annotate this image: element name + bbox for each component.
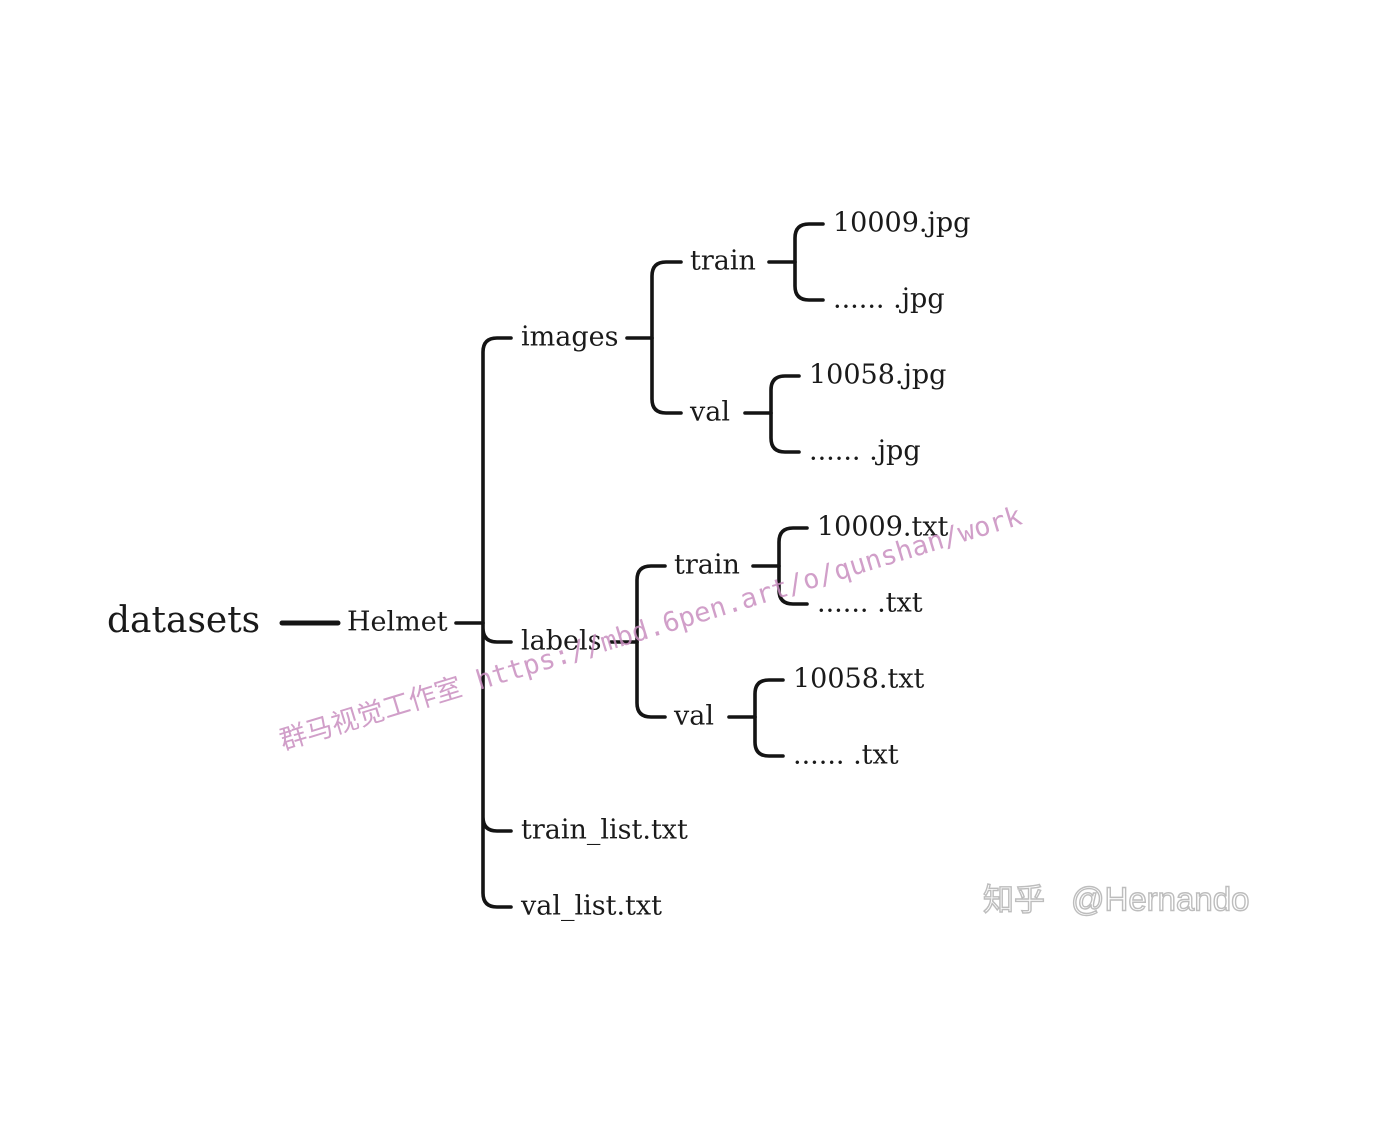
file-images-train-more: ...... .jpg — [833, 284, 945, 315]
labels-train-bracket — [777, 526, 809, 606]
file-val-list: val_list.txt — [520, 891, 662, 922]
file-labels-train-1: 10009.txt — [817, 512, 949, 543]
file-train-list: train_list.txt — [521, 815, 688, 846]
node-datasets: datasets — [107, 600, 260, 641]
labels-val-bracket — [753, 678, 785, 758]
tree-connectors — [279, 222, 825, 909]
file-images-train-1: 10009.jpg — [833, 208, 970, 239]
images-bracket — [650, 260, 683, 415]
file-images-val-1: 10058.jpg — [809, 360, 946, 391]
labels-bracket — [635, 564, 667, 719]
images-train-bracket — [793, 222, 825, 302]
credit-site: 知乎 — [983, 883, 1045, 919]
node-images: images — [521, 322, 618, 353]
node-images-val: val — [689, 397, 730, 428]
file-labels-val-1: 10058.txt — [793, 664, 925, 695]
file-images-val-more: ...... .jpg — [809, 436, 921, 467]
node-helmet: Helmet — [347, 607, 448, 638]
node-labels-train: train — [674, 550, 740, 581]
file-labels-val-more: ...... .txt — [793, 740, 899, 771]
node-images-train: train — [690, 246, 756, 277]
tree-labels: datasets Helmet images train 10009.jpg .… — [107, 208, 970, 922]
author-credit: 知乎 @Hernando — [982, 880, 1250, 919]
file-labels-train-more: ...... .txt — [817, 588, 923, 619]
node-labels-val: val — [673, 701, 714, 732]
node-labels: labels — [521, 626, 602, 657]
helmet-bracket — [481, 336, 513, 909]
images-val-bracket — [769, 374, 801, 454]
credit-author: @Hernando — [1071, 881, 1249, 918]
